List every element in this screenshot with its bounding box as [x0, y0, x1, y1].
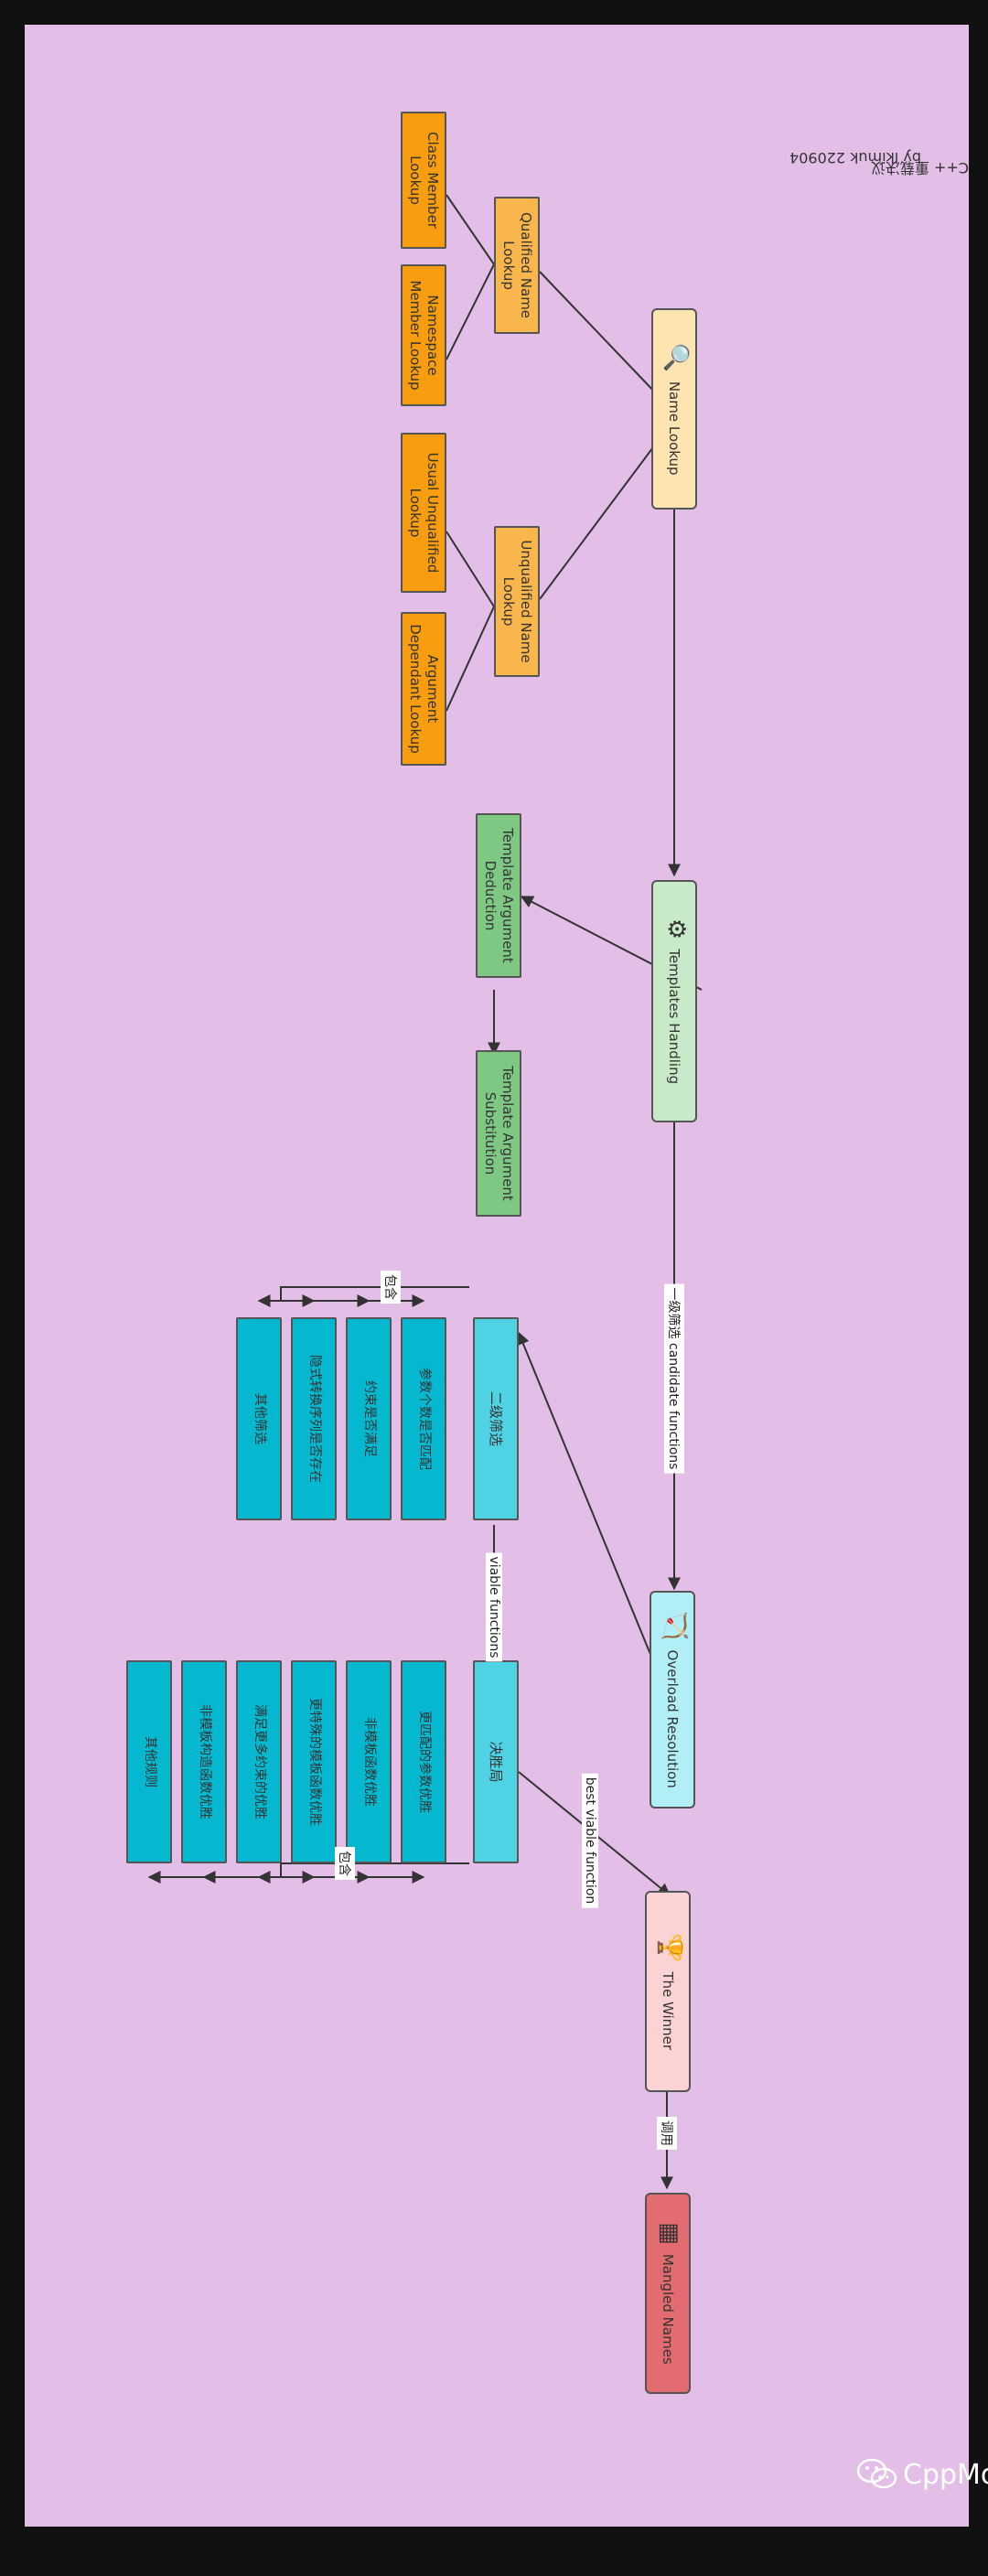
- tiebreaker-item-label: 更匹配的参数优胜: [416, 1711, 432, 1813]
- name-lookup-node: 🔍 Name Lookup: [651, 308, 697, 510]
- filter-item: 其他筛选: [236, 1317, 282, 1520]
- adl-node: Argument Dependant Lookup: [401, 612, 446, 766]
- tiebreaker-item: 更匹配的参数优胜: [401, 1660, 446, 1863]
- unqualified-label: Unqualified Name Lookup: [500, 540, 534, 663]
- filter-item-label: 隐式转换序列是否存在: [306, 1355, 322, 1483]
- tiebreaker-item: 非模板函数优胜: [346, 1660, 392, 1863]
- overload-resolution-node: 🏹 Overload Resolution: [650, 1591, 695, 1809]
- namespace-member-lookup-node: Namespace Member Lookup: [401, 264, 446, 406]
- trophy-icon: 🏆: [656, 1932, 683, 1963]
- tas-label: Template Argument Substitution: [482, 1066, 516, 1201]
- templates-handling-node: ⚙ Templates Handling: [651, 880, 697, 1122]
- magnifier-icon: 🔍: [662, 342, 690, 372]
- qualified-label: Qualified Name Lookup: [500, 211, 534, 319]
- edge-qualified-namespacemember: [446, 263, 495, 360]
- tiebreaker-item: 更特殊的模板函数优胜: [291, 1660, 337, 1863]
- edge-unqualified-adl: [446, 606, 495, 712]
- tiebreak-node: 决胜局: [473, 1660, 519, 1863]
- connector-layer: [147, 194, 703, 2190]
- tiebreaker-item-label: 其他规则: [142, 1736, 157, 1787]
- filter-item-label: 参数个数是否匹配: [416, 1368, 432, 1470]
- tiebreak-label: 决胜局: [488, 1741, 505, 1783]
- diagram-stage: C++ 重载决议 by lkimuk 220904 🔍 Name Lookup …: [25, 25, 988, 2576]
- title-line-2: by lkimuk 220904: [789, 149, 921, 166]
- tad-label: Template Argument Deduction: [482, 828, 516, 963]
- filter-item-label: 约束是否满足: [361, 1380, 377, 1457]
- tiebreaker-item-label: 非模板函数优胜: [361, 1717, 377, 1807]
- edge-qualified-classmember: [446, 194, 495, 265]
- edge-label-contains-bottom: 包含: [335, 1847, 355, 1880]
- edge-overload-secondfilter: [517, 1331, 673, 1709]
- tiebreaker-item-label: 更特殊的模板函数优胜: [306, 1698, 322, 1826]
- tiebreaker-item: 非模板构造函数优胜: [181, 1660, 227, 1863]
- second-filter-node: 二级筛选: [473, 1317, 519, 1520]
- gears-icon: ⚙: [662, 918, 690, 940]
- tiebreaker-item: 其他规则: [126, 1660, 172, 1863]
- edge-label-best: best viable function: [582, 1773, 598, 1908]
- wechat-icon: [856, 2458, 897, 2491]
- edge-label-viable: viable functions: [486, 1552, 502, 1662]
- template-argument-substitution-node: Template Argument Substitution: [476, 1050, 521, 1217]
- edge-label-call: 调用: [657, 2117, 677, 2150]
- unqualified-name-lookup-node: Unqualified Name Lookup: [494, 526, 540, 677]
- class-member-label: Class Member Lookup: [407, 132, 441, 229]
- mangled-label: Mangled Names: [660, 2253, 677, 2365]
- second-filter-label: 二级筛选: [488, 1390, 505, 1446]
- filter-item: 约束是否满足: [346, 1317, 392, 1520]
- template-argument-deduction-node: Template Argument Deduction: [476, 813, 521, 978]
- cupid-icon: 🏹: [660, 1611, 688, 1641]
- filter-item-label: 其他筛选: [252, 1393, 267, 1444]
- filter-item: 参数个数是否匹配: [401, 1317, 446, 1520]
- tiebreaker-item-label: 满足更多约束的优胜: [252, 1704, 267, 1819]
- edge-label-contains-top: 包含: [381, 1271, 401, 1304]
- brand-name: CppMore: [903, 2458, 988, 2491]
- templates-label: Templates Handling: [666, 949, 683, 1085]
- class-member-lookup-node: Class Member Lookup: [401, 112, 446, 249]
- edge-unqualified-usual: [446, 531, 495, 607]
- edge-contains-top: [280, 1286, 469, 1301]
- qualified-name-lookup-node: Qualified Name Lookup: [494, 197, 540, 334]
- winner-label: The Winner: [660, 1971, 677, 2051]
- adl-label: Argument Dependant Lookup: [407, 624, 441, 754]
- diagram-canvas: C++ 重载决议 by lkimuk 220904 🔍 Name Lookup …: [25, 25, 988, 2527]
- overload-label: Overload Resolution: [664, 1649, 682, 1788]
- usual-unqualified-lookup-node: Usual Unqualified Lookup: [401, 433, 446, 593]
- tiebreaker-item: 满足更多约束的优胜: [236, 1660, 282, 1863]
- mangled-names-node: ▦ Mangled Names: [645, 2193, 691, 2394]
- chip-icon: ▦: [656, 2222, 683, 2245]
- usual-unqualified-label: Usual Unqualified Lookup: [407, 452, 441, 574]
- namespace-member-label: Namespace Member Lookup: [407, 280, 441, 391]
- edge-contains-bottom: [280, 1862, 469, 1877]
- diagram-byline: by lkimuk 220904: [789, 149, 921, 166]
- the-winner-node: 🏆 The Winner: [645, 1891, 691, 2092]
- filter-item: 隐式转换序列是否存在: [291, 1317, 337, 1520]
- tiebreaker-item-label: 非模板构造函数优胜: [197, 1704, 212, 1819]
- name-lookup-label: Name Lookup: [666, 381, 683, 476]
- edge-label-candidate: 一级筛选 candidate functions: [664, 1283, 684, 1474]
